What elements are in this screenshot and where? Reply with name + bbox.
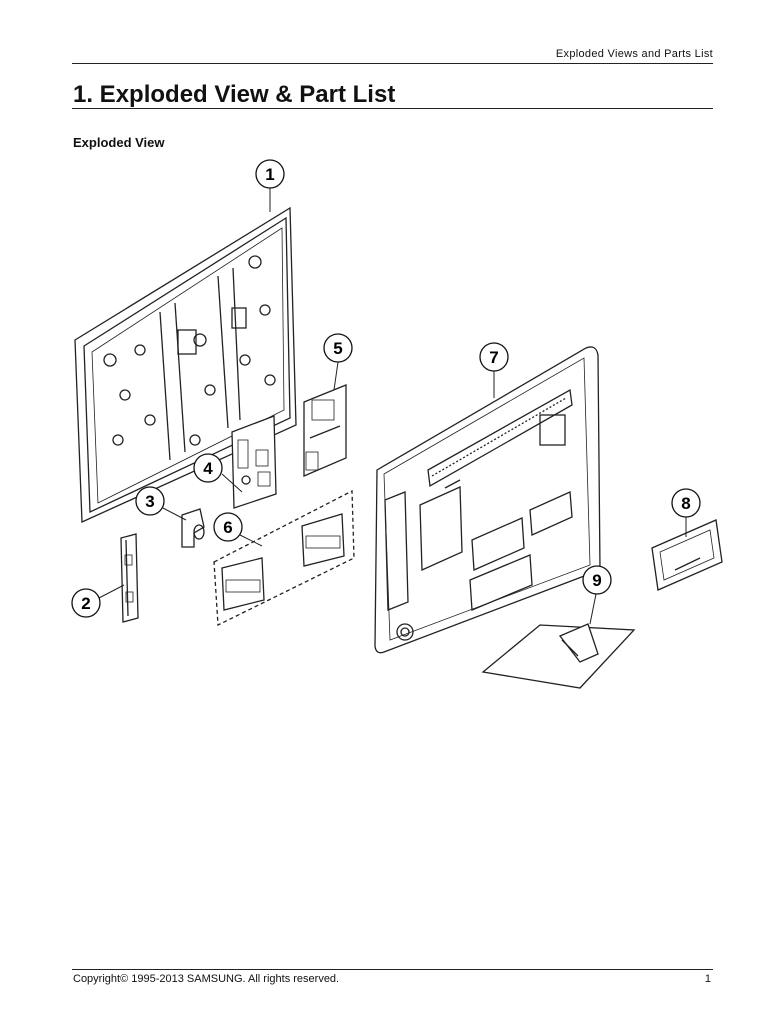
main-board-part (231, 415, 277, 509)
svg-text:1: 1 (265, 165, 274, 184)
footer-rule (72, 969, 713, 970)
footer-page-number: 1 (704, 973, 711, 985)
title-rule (72, 108, 713, 109)
callout-2: 2 (71, 588, 101, 618)
svg-text:8: 8 (681, 494, 690, 513)
callout-8: 8 (671, 488, 701, 518)
svg-text:7: 7 (489, 348, 498, 367)
leader-lines (98, 188, 687, 625)
running-header: Exploded Views and Parts List (555, 48, 713, 60)
speakers-part (213, 489, 355, 627)
footer-copyright: Copyright© 1995-2013 SAMSUNG. All rights… (73, 973, 340, 985)
callout-9: 9 (582, 565, 612, 595)
svg-text:6: 6 (223, 518, 232, 537)
callout-5: 5 (323, 333, 353, 363)
power-board-part (303, 384, 347, 477)
callout-6: 6 (213, 512, 243, 542)
svg-text:5: 5 (333, 339, 342, 358)
stand-bracket-part (120, 533, 139, 623)
rear-cover-part (374, 346, 601, 654)
stand-base-part (481, 623, 636, 689)
callout-7: 7 (479, 342, 509, 372)
subsection-title: Exploded View (73, 135, 165, 150)
svg-text:4: 4 (203, 459, 213, 478)
svg-text:2: 2 (81, 594, 90, 613)
callout-4: 4 (193, 453, 223, 483)
callout-3: 3 (135, 486, 165, 516)
svg-text:9: 9 (592, 571, 601, 590)
section-title: 1. Exploded View & Part List (73, 81, 396, 108)
ir-module-part (181, 508, 205, 548)
callout-1: 1 (255, 159, 285, 189)
exploded-view-diagram: 1 2 3 4 5 6 7 8 9 (71, 159, 723, 689)
header-rule (72, 63, 713, 64)
stand-guide-part (651, 519, 723, 591)
svg-text:3: 3 (145, 492, 154, 511)
